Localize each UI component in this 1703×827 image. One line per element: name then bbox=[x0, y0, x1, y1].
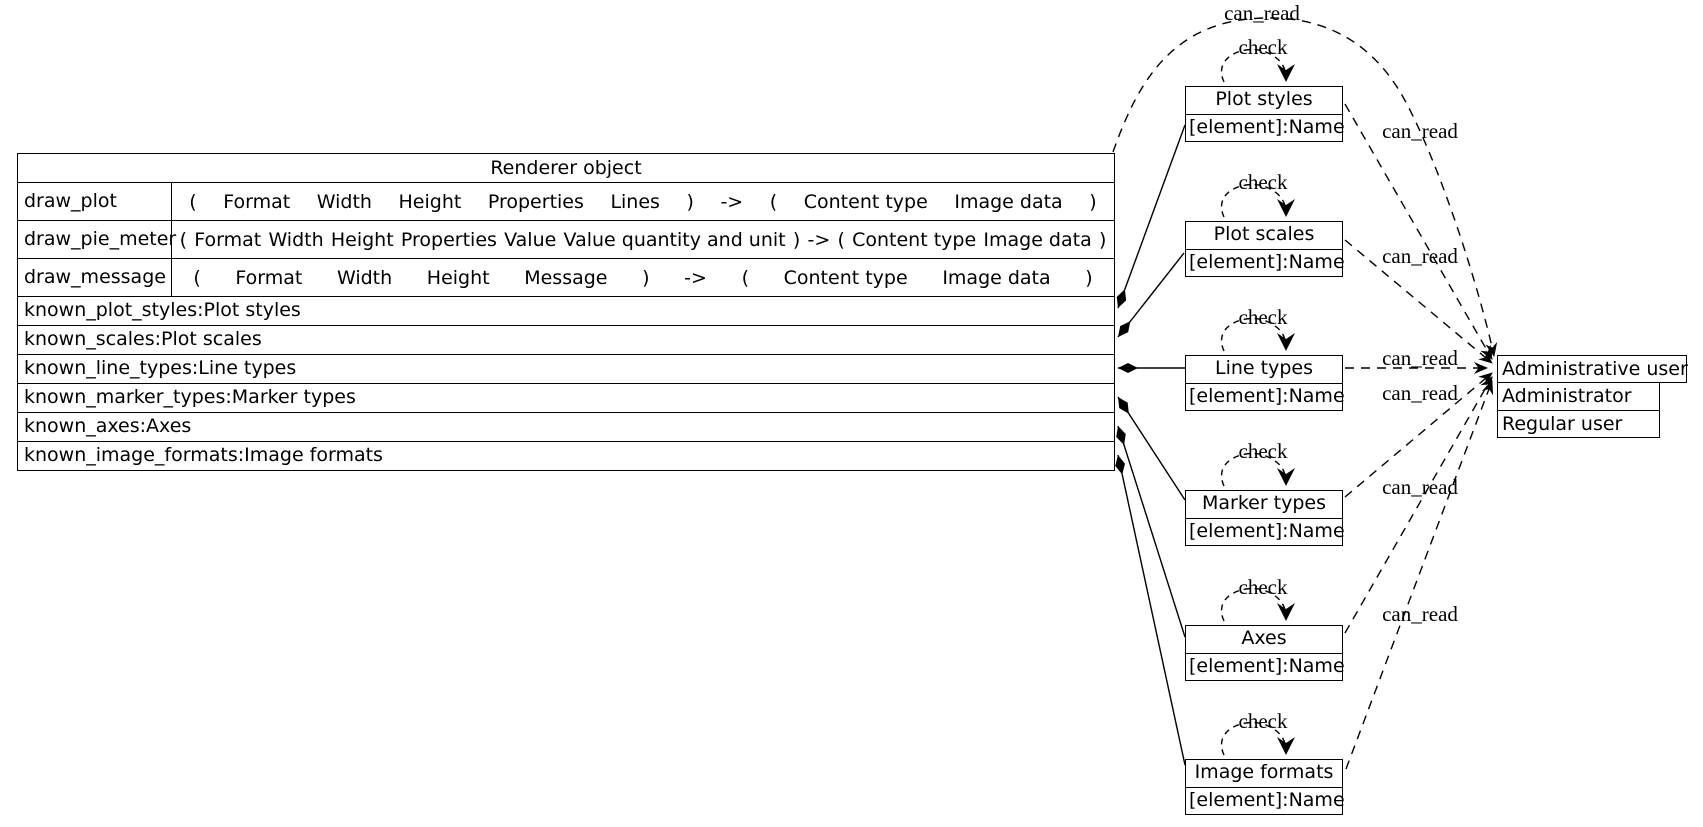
can-read-edge-axes bbox=[1344, 376, 1493, 634]
node-element-row: [element]:Name bbox=[1186, 653, 1345, 680]
signature-token: Value bbox=[504, 228, 557, 251]
composition-edge-plot-styles bbox=[1116, 124, 1186, 309]
signature-token: Content type bbox=[803, 190, 928, 213]
method-row-draw-message: draw_message ( Format Width Height Message) -… bbox=[18, 258, 1114, 296]
signature-token: Image data bbox=[942, 266, 1051, 289]
edge-label-can-read-axes: can_read bbox=[1382, 475, 1458, 499]
signature-token: Image data bbox=[983, 228, 1092, 251]
attribute-row-known-line-types: known_line_types:Line types bbox=[18, 354, 1114, 383]
signature-token: ( bbox=[193, 266, 201, 289]
node-title: Plot styles bbox=[1215, 88, 1313, 110]
signature-token: Format bbox=[235, 266, 303, 289]
node-administrative-user: Administrative user Administrator Regula… bbox=[1497, 355, 1688, 438]
composition-edge-image-formats bbox=[1115, 454, 1186, 766]
node-plot-styles: Plot styles [element]:Name bbox=[1185, 86, 1345, 142]
edge-label-check-axes: check bbox=[1238, 575, 1288, 599]
signature-token: -> bbox=[684, 266, 707, 289]
edge-label-check-marker-types: check bbox=[1238, 439, 1288, 463]
signature-token: Message bbox=[524, 266, 608, 289]
signature-token: -> bbox=[807, 228, 831, 251]
edge-label-can-read-marker-types: can_read bbox=[1382, 381, 1458, 405]
signature-token: Height bbox=[426, 266, 490, 289]
signature-token: Properties bbox=[400, 228, 497, 251]
edge-label-can-read-plot-styles: can_read bbox=[1382, 119, 1458, 143]
signature-token: ( bbox=[769, 190, 778, 213]
signature-token: Image data bbox=[954, 190, 1063, 213]
signature-token: -> bbox=[720, 190, 744, 213]
signature-token: Content type bbox=[852, 228, 977, 251]
edge-label-can-read-renderer: can_read bbox=[1224, 1, 1300, 25]
composition-edge-axes bbox=[1116, 425, 1186, 638]
signature-token: ( bbox=[837, 228, 845, 251]
node-title: Marker types bbox=[1201, 492, 1327, 514]
node-title: Image formats bbox=[1194, 761, 1334, 783]
node-plot-scales: Plot scales [element]:Name bbox=[1185, 221, 1345, 277]
edge-label-check-line-types: check bbox=[1238, 305, 1288, 329]
signature-token: ) bbox=[792, 228, 801, 251]
user-node-title: Administrative user bbox=[1497, 355, 1688, 383]
attribute-row-known-axes: known_axes:Axes bbox=[18, 412, 1114, 441]
edge-label-can-read-image-formats: can_read bbox=[1382, 602, 1458, 626]
signature-token: ) bbox=[1085, 266, 1093, 289]
user-row-administrator: Administrator bbox=[1497, 383, 1660, 411]
signature-token: Width bbox=[316, 190, 372, 213]
signature-token: Format bbox=[223, 190, 291, 213]
method-name: draw_pie_meter bbox=[18, 221, 176, 258]
method-name: draw_message bbox=[18, 259, 172, 296]
attribute-row-known-scales: known_scales:Plot scales bbox=[18, 325, 1114, 354]
can-read-edge-image-formats bbox=[1345, 380, 1494, 770]
edge-label-can-read-plot-scales: can_read bbox=[1382, 244, 1458, 268]
signature-token: Properties bbox=[487, 190, 584, 213]
signature-token: Value quantity and unit bbox=[563, 228, 786, 251]
method-signature: ( Format Width Height Message) -> ( Content typ… bbox=[172, 259, 1114, 296]
method-row-draw-plot: draw_plot ( Format Width Height Properties Li… bbox=[18, 182, 1114, 220]
signature-token: Height bbox=[398, 190, 462, 213]
method-name: draw_plot bbox=[18, 183, 172, 220]
edge-label-can-read-line-types: can_read bbox=[1382, 346, 1458, 370]
user-row-regular-user: Regular user bbox=[1497, 409, 1660, 438]
signature-token: ) bbox=[642, 266, 650, 289]
composition-edge-marker-types bbox=[1117, 396, 1186, 501]
signature-token: Width bbox=[268, 228, 324, 251]
composition-edge-plot-scales bbox=[1117, 252, 1185, 338]
signature-token: Format bbox=[194, 228, 262, 251]
signature-token: ( bbox=[179, 228, 188, 251]
node-element-row: [element]:Name bbox=[1186, 383, 1345, 410]
edge-label-check-plot-styles: check bbox=[1238, 35, 1288, 59]
node-element-row: [element]:Name bbox=[1186, 114, 1345, 141]
signature-token: ) bbox=[1098, 228, 1107, 251]
signature-token: ( bbox=[741, 266, 749, 289]
method-signature: ( Format Width Height Properties Value Value q… bbox=[172, 221, 1114, 258]
node-element-row: [element]:Name bbox=[1186, 249, 1345, 276]
signature-token: Content type bbox=[783, 266, 908, 289]
method-row-draw-pie-meter: draw_pie_meter ( Format Width Height Propert… bbox=[18, 220, 1114, 258]
node-title: Axes bbox=[1241, 627, 1287, 649]
node-title: Line types bbox=[1215, 357, 1313, 379]
signature-token: Lines bbox=[610, 190, 660, 213]
node-title: Plot scales bbox=[1213, 223, 1315, 245]
signature-token: ) bbox=[1089, 190, 1097, 213]
node-marker-types: Marker types [element]:Name bbox=[1185, 490, 1345, 546]
node-axes: Axes [element]:Name bbox=[1185, 625, 1345, 681]
edge-label-check-plot-scales: check bbox=[1238, 170, 1288, 194]
signature-token: Height bbox=[330, 228, 394, 251]
edge-label-check-image-formats: check bbox=[1238, 709, 1288, 733]
signature-token: ) bbox=[686, 190, 694, 213]
attribute-row-known-plot-styles: known_plot_styles:Plot styles bbox=[18, 296, 1114, 325]
node-line-types: Line types [element]:Name bbox=[1185, 355, 1345, 411]
attribute-row-known-marker-types: known_marker_types:Marker types bbox=[18, 383, 1114, 412]
node-image-formats: Image formats [element]:Name bbox=[1185, 759, 1345, 815]
method-signature: ( Format Width Height Properties Lines) -> ( Con… bbox=[172, 183, 1114, 220]
attribute-row-known-image-formats: known_image_formats:Image formats bbox=[18, 441, 1114, 470]
node-element-row: [element]:Name bbox=[1186, 518, 1345, 545]
signature-token: ( bbox=[189, 190, 197, 213]
can-read-edge-renderer bbox=[1112, 17, 1498, 357]
node-element-row: [element]:Name bbox=[1186, 787, 1345, 814]
signature-token: Width bbox=[336, 266, 393, 289]
renderer-title: Renderer object bbox=[490, 157, 642, 179]
